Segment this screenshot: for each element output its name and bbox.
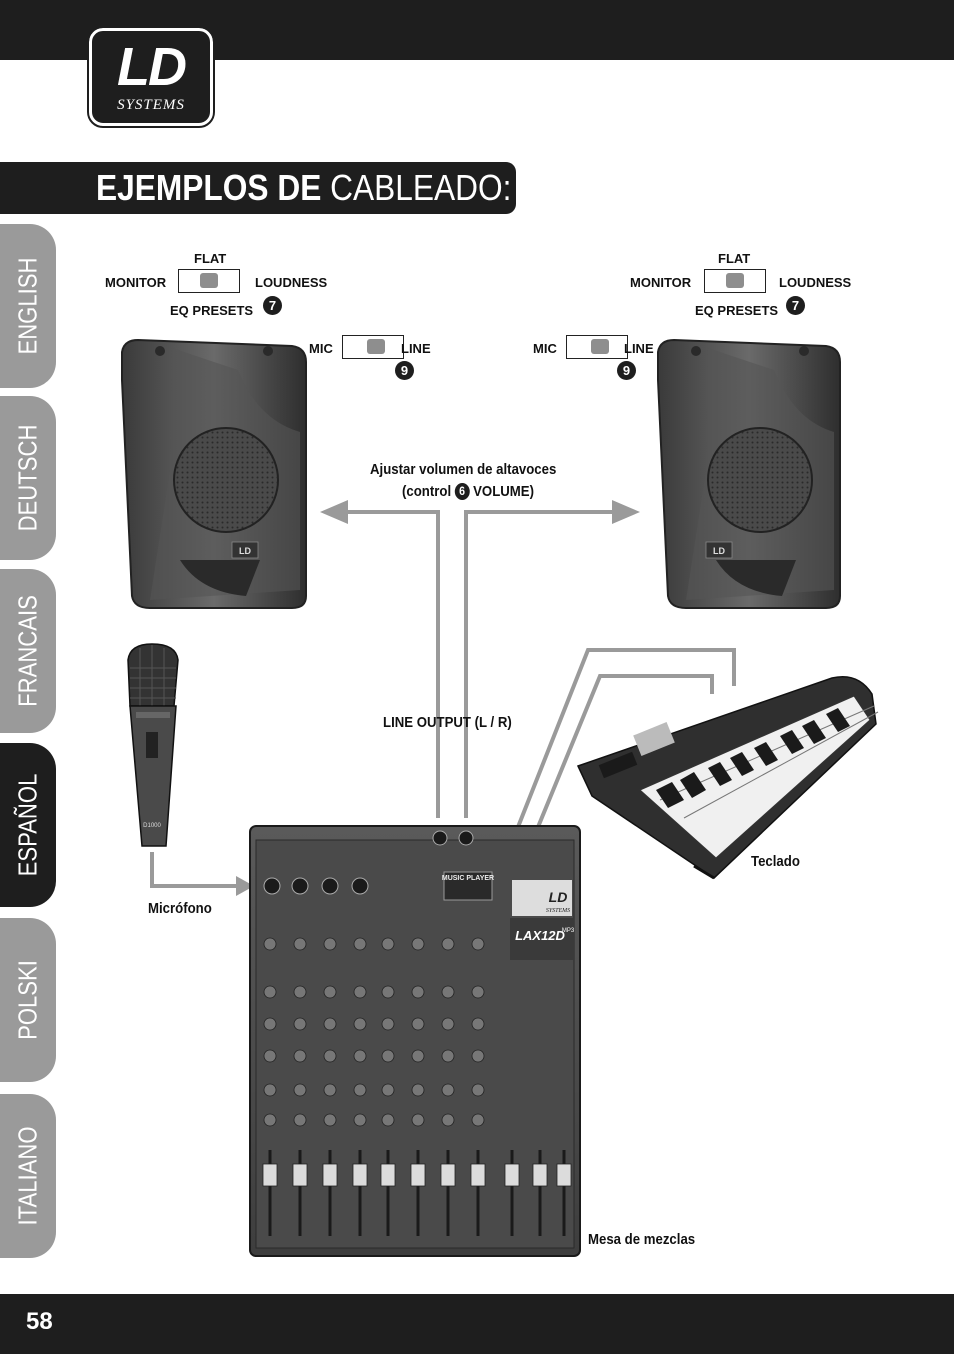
flat-label: FLAT: [194, 251, 227, 266]
bottom-bar: 58: [0, 1294, 954, 1354]
mic-label: MIC: [309, 341, 333, 356]
line-label: LINE: [401, 341, 431, 356]
eq-presets-badge: 7: [263, 296, 282, 315]
keyboard-label: Teclado: [751, 853, 800, 870]
monitor-label: MONITOR: [105, 275, 167, 290]
volume-note-post: VOLUME): [473, 483, 534, 500]
eq-presets-badge: 7: [786, 296, 805, 315]
logo-sub-text: SYSTEMS: [117, 97, 185, 113]
mic-line-badge: 9: [395, 361, 414, 380]
line-label: LINE: [624, 341, 654, 356]
mic-cable: [150, 852, 240, 888]
mixer-model: LAX12D: [515, 928, 565, 943]
switch-knob: [726, 273, 744, 288]
mixer-model-sub: MP3: [562, 928, 575, 934]
monitor-label: MONITOR: [630, 275, 692, 290]
mic-model: D1000: [143, 823, 161, 829]
title-bold: EJEMPLOS DE: [96, 167, 322, 208]
arrow-left: [320, 500, 348, 524]
mic-line-switch-left[interactable]: [342, 335, 404, 359]
eq-switch-right[interactable]: [704, 269, 766, 293]
mic-line-badge: 9: [617, 361, 636, 380]
switch-knob: [367, 339, 385, 354]
mixer-display: MUSIC PLAYER: [442, 875, 494, 882]
tab-italiano[interactable]: ITALIANO: [0, 1094, 56, 1258]
logo-main-text: LD: [117, 37, 187, 97]
volume-badge: 6: [454, 483, 470, 500]
loudness-label: LOUDNESS: [779, 275, 852, 290]
keyboard-cables: [480, 648, 736, 945]
loudness-label: LOUDNESS: [255, 275, 328, 290]
title-light: CABLEADO:: [330, 167, 512, 208]
mic-line-switch-right[interactable]: [566, 335, 628, 359]
tab-espanol[interactable]: ESPAÑOL: [0, 743, 56, 907]
switch-knob: [591, 339, 609, 354]
keyboard: [576, 676, 879, 880]
tab-polski[interactable]: POLSKI: [0, 918, 56, 1082]
mixer-brand: LD: [549, 889, 568, 905]
arrow-right: [612, 500, 640, 524]
eq-switch-left[interactable]: [178, 269, 240, 293]
speaker-left: [121, 338, 307, 609]
microphone-label: Micrófono: [148, 900, 212, 917]
eq-presets-label: EQ PRESETS: [170, 303, 254, 318]
mic-label: MIC: [533, 341, 557, 356]
line-output-cables: [346, 510, 614, 818]
speaker-right: [657, 338, 841, 609]
speaker-left-logo: LD: [239, 546, 251, 556]
volume-note-line1: Ajustar volumen de altavoces: [370, 461, 557, 478]
mixer: [249, 825, 581, 1257]
tab-francais[interactable]: FRANCAIS: [0, 569, 56, 733]
volume-note-pre: (control: [402, 483, 452, 500]
page-title: EJEMPLOS DE CABLEADO:: [96, 168, 511, 208]
page-number: 58: [26, 1308, 53, 1335]
microphone: [127, 643, 179, 847]
tab-deutsch[interactable]: DEUTSCH: [0, 396, 56, 560]
flat-label: FLAT: [718, 251, 751, 266]
mixer-brand-sub: SYSTEMS: [546, 908, 570, 914]
switch-knob: [200, 273, 218, 288]
section-title-bar: EJEMPLOS DE CABLEADO:: [0, 162, 516, 214]
speaker-right-logo: LD: [713, 546, 725, 556]
mixer-label: Mesa de mezclas: [588, 1231, 696, 1248]
line-output-label: LINE OUTPUT (L / R): [383, 714, 512, 731]
tab-english[interactable]: ENGLISH: [0, 224, 56, 388]
ld-systems-logo: LD SYSTEMS: [87, 26, 215, 128]
eq-presets-label: EQ PRESETS: [695, 303, 779, 318]
